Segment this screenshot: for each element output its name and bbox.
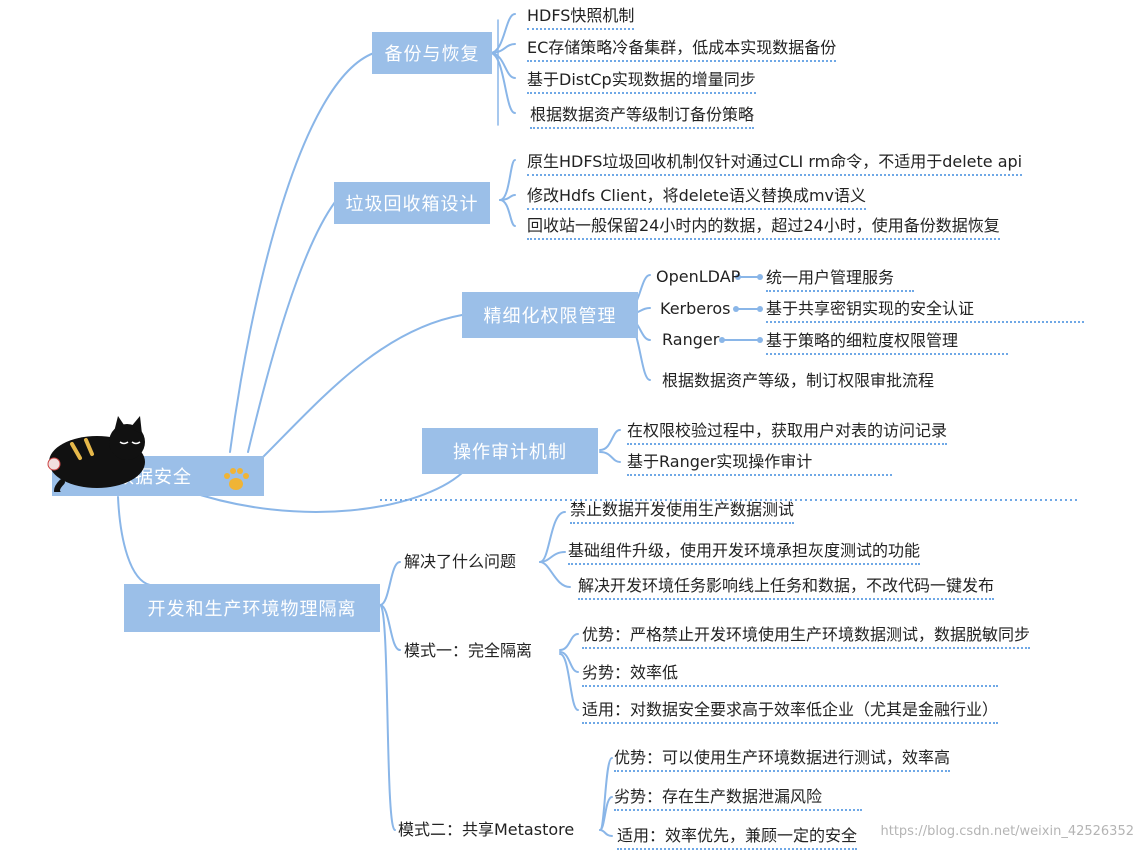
problem-item-2: 基础组件升级，使用开发环境承担灰度测试的功能 [568,541,921,565]
trash-item-1: 原生HDFS垃圾回收机制仅针对通过CLI rm命令，不适用于delete api [527,152,1023,176]
problem-item-1: 禁止数据开发使用生产数据测试 [570,500,795,524]
branch-isolation[interactable]: 开发和生产环境物理隔离 [124,584,380,632]
branch-backup[interactable]: 备份与恢复 [372,32,492,74]
mode2-item-2: 劣势：存在生产数据泄漏风险 [614,787,863,811]
branch-isolation-label: 开发和生产环境物理隔离 [147,599,357,620]
backup-item-3: 基于DistCp实现数据的增量同步 [527,70,756,94]
tool-openldap: OpenLDAP [656,267,741,286]
isolation-mode2-label: 模式二：共享Metastore [398,820,575,839]
branch-trash-label: 垃圾回收箱设计 [345,194,479,215]
audit-item-1: 在权限校验过程中，获取用户对表的访问记录 [627,421,948,445]
mode1-item-3: 适用：对数据安全要求高于效率低企业（尤其是金融行业） [582,700,999,724]
tool-kerberos-desc: 基于共享密钥实现的安全认证 [766,299,1085,323]
permission-extra: 根据数据资产等级，制订权限审批流程 [662,371,935,390]
cat-icon [47,416,145,492]
branch-trash[interactable]: 垃圾回收箱设计 [334,182,490,224]
isolation-problems-label: 解决了什么问题 [404,552,517,571]
isolation-mode1-label: 模式一：完全隔离 [404,641,533,660]
branch-permission-label: 精细化权限管理 [483,306,617,327]
branch-audit[interactable]: 操作审计机制 [422,428,598,474]
mode1-item-1: 优势：严格禁止开发环境使用生产环境数据测试，数据脱敏同步 [582,625,1031,649]
backup-item-4: 根据数据资产等级制订备份策略 [530,105,755,129]
problem-item-3: 解决开发环境任务影响线上任务和数据，不改代码一键发布 [578,576,995,600]
branch-backup-label: 备份与恢复 [384,44,480,65]
mode2-item-1: 优势：可以使用生产环境数据进行测试，效率高 [614,748,951,772]
trash-item-3: 回收站一般保留24小时内的数据，超过24小时，使用备份数据恢复 [527,216,1000,240]
paw-icon [224,468,249,490]
audit-item-2: 基于Ranger实现操作审计 [627,452,893,476]
mode2-item-3: 适用：效率优先，兼顾一定的安全 [617,826,858,850]
backup-item-2: EC存储策略冷备集群，低成本实现数据备份 [527,38,837,62]
tool-kerberos: Kerberos [660,299,731,318]
branch-permission[interactable]: 精细化权限管理 [462,292,638,338]
trash-item-2: 修改Hdfs Client，将delete语义替换成mv语义 [527,186,867,210]
tool-ranger-desc: 基于策略的细粒度权限管理 [766,331,1009,355]
backup-item-1: HDFS快照机制 [527,6,635,30]
tool-openldap-desc: 统一用户管理服务 [766,268,915,292]
tool-ranger: Ranger [662,330,720,349]
watermark: https://blog.csdn.net/weixin_42526352 [880,824,1134,839]
mode1-item-2: 劣势：效率低 [582,663,999,687]
branch-audit-label: 操作审计机制 [453,442,567,463]
